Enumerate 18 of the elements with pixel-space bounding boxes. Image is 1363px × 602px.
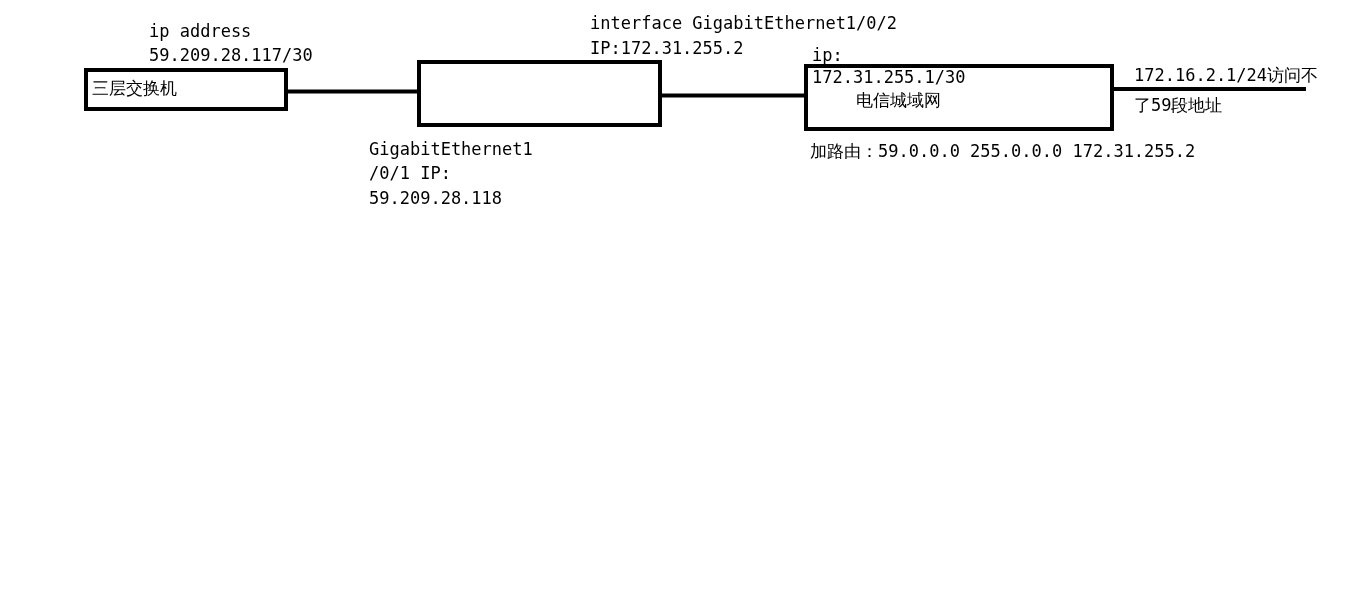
interface-annotation: interface GigabitEthernet1/0/2 (590, 12, 898, 35)
interface-annotation: 59.209.28.118 (369, 187, 503, 210)
interface-annotation: 加路由：59.0.0.0 255.0.0.0 172.31.255.2 (810, 140, 1196, 163)
connector-line (662, 93, 804, 98)
network-note: 172.16.2.1/24访问不了59段地址 (1134, 60, 1330, 120)
interface-annotation: ip address (149, 20, 252, 43)
node-label: 电信城域网 (856, 89, 941, 112)
interface-annotation: /0/1 IP: (369, 162, 451, 185)
node-label: ip: 172.31.255.1/30 (812, 44, 967, 88)
interface-annotation: IP:172.31.255.2 (590, 37, 744, 60)
connector-line (288, 89, 417, 94)
network-device-box (804, 64, 1114, 131)
network-device-box (417, 60, 662, 127)
node-label: 三层交换机 (92, 77, 177, 100)
connector-line (1114, 87, 1306, 91)
network-device-box (84, 68, 288, 111)
interface-annotation: 59.209.28.117/30 (149, 44, 313, 67)
interface-annotation: GigabitEthernet1 (369, 138, 533, 161)
